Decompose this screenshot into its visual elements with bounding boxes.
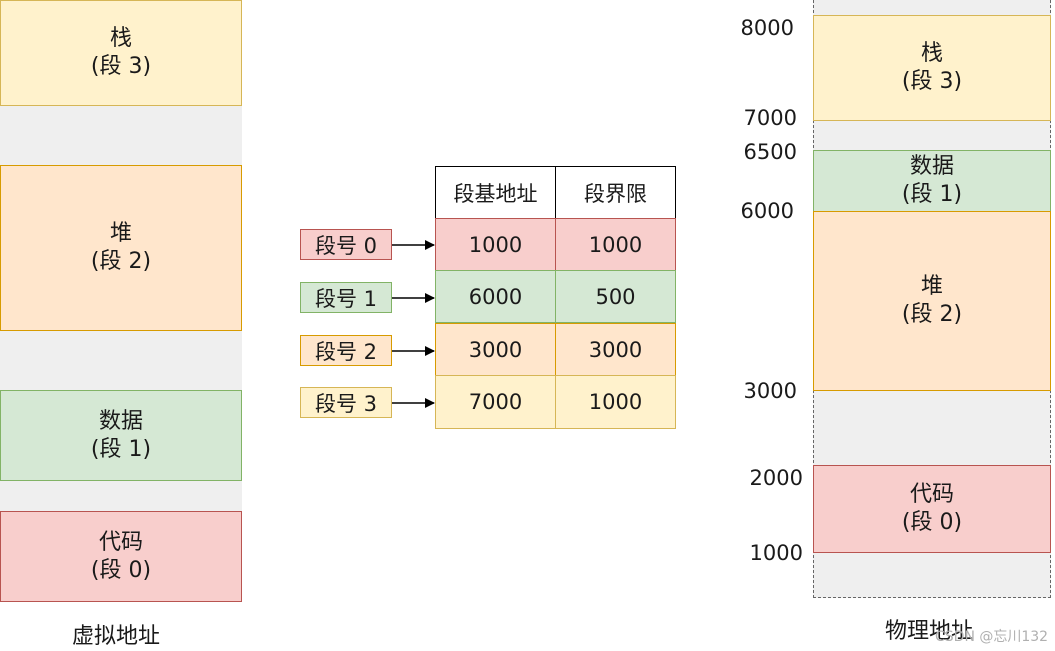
- segment-number: (段 1): [90, 436, 152, 462]
- table-cell-base: 7000: [435, 375, 556, 429]
- table-cell-limit: 1000: [555, 218, 676, 271]
- virtual-gap: [0, 331, 242, 390]
- address-label: 7000: [743, 106, 797, 130]
- table-cell-limit: 500: [555, 270, 676, 323]
- segment-name: 数据: [909, 154, 954, 179]
- segment-id-badge: 段号 3: [300, 387, 392, 418]
- segment-number: (段 3): [901, 69, 963, 94]
- table-header-limit: 段界限: [555, 166, 676, 219]
- virtual-stack-segment: 栈 (段 3): [0, 0, 242, 106]
- segment-id-badge: 段号 1: [300, 282, 392, 313]
- segment-name: 栈: [109, 26, 132, 51]
- segment-number: (段 0): [901, 510, 963, 535]
- address-label: 3000: [743, 379, 797, 403]
- segment-table: 段基地址 段界限 1000 1000 6000 500 3000 3000 70…: [435, 166, 676, 429]
- address-label: 8000: [740, 16, 794, 40]
- table-cell-limit: 1000: [555, 375, 676, 429]
- segment-number: (段 0): [90, 557, 152, 583]
- segment-id-badge: 段号 0: [300, 229, 392, 260]
- virtual-gap: [0, 481, 242, 511]
- table-cell-base: 1000: [435, 218, 556, 271]
- watermark: CSDN @忘川132: [935, 629, 1049, 645]
- segment-number: (段 3): [90, 54, 152, 79]
- table-cell-limit: 3000: [555, 323, 676, 376]
- segment-name: 堆: [920, 274, 943, 299]
- segment-name: 堆: [109, 221, 132, 246]
- virtual-heap-segment: 堆 (段 2): [0, 165, 242, 331]
- address-label: 6500: [743, 140, 797, 164]
- address-label: 2000: [749, 466, 803, 490]
- segment-number: (段 1): [901, 182, 963, 207]
- table-cell-base: 3000: [435, 323, 556, 376]
- virtual-code-segment: 代码 (段 0): [0, 511, 242, 602]
- segment-name: 数据: [98, 408, 143, 434]
- physical-data-segment: 数据 (段 1): [813, 150, 1051, 212]
- segment-name: 代码: [909, 482, 954, 507]
- address-label: 6000: [740, 199, 794, 223]
- physical-stack-segment: 栈 (段 3): [813, 15, 1051, 121]
- table-cell-base: 6000: [435, 270, 556, 323]
- table-header-base: 段基地址: [435, 166, 556, 219]
- virtual-address-caption: 虚拟地址: [72, 624, 161, 649]
- arrows: [392, 240, 435, 408]
- segment-name: 栈: [920, 41, 943, 66]
- physical-code-segment: 代码 (段 0): [813, 465, 1051, 553]
- physical-address-caption: 物理地址: [885, 619, 974, 644]
- segment-id-badge: 段号 2: [300, 335, 392, 366]
- segment-name: 代码: [98, 529, 143, 555]
- address-label: 1000: [749, 541, 803, 565]
- segment-number: (段 2): [90, 249, 152, 274]
- physical-heap-segment: 堆 (段 2): [813, 211, 1051, 391]
- virtual-gap: [0, 106, 242, 165]
- segment-number: (段 2): [901, 302, 963, 327]
- virtual-address-space: 栈 (段 3) 堆 (段 2) 数据 (段 1) 代码 (段 0): [0, 0, 242, 602]
- virtual-data-segment: 数据 (段 1): [0, 390, 242, 481]
